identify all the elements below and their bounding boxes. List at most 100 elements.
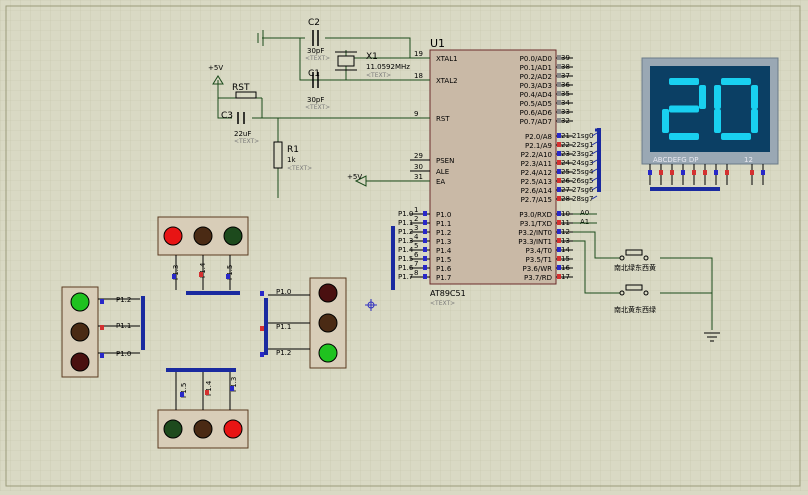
pin-state-marker bbox=[100, 353, 104, 358]
oscillator-section[interactable]: X1 11.0592MHz <TEXT> C2 30pF <TEXT> C1 3… bbox=[257, 18, 430, 111]
p2-net-label: 26sg5 bbox=[572, 177, 593, 185]
pin-state-marker bbox=[205, 390, 209, 395]
mcu-pin-name: P3.6/WR bbox=[523, 265, 553, 273]
cap-c1-ref: C1 bbox=[308, 69, 320, 79]
switch-1-actuator[interactable] bbox=[625, 249, 643, 256]
mcu-u1[interactable]: U1 AT89C51 <TEXT> 19XTAL118XTAL29RST29PS… bbox=[398, 37, 598, 307]
pin-state-marker bbox=[557, 256, 561, 261]
crystal-x1[interactable] bbox=[337, 55, 355, 67]
traffic-lamp bbox=[70, 292, 90, 312]
mcu-pin-name: P2.5/A13 bbox=[521, 178, 552, 186]
p2-net-label: 25sg4 bbox=[572, 168, 594, 176]
traffic-light-left[interactable]: P1.2P1.1P1.0 bbox=[61, 286, 145, 378]
pin-state-marker bbox=[423, 247, 427, 252]
mcu-pin-number: 27 bbox=[561, 186, 570, 194]
pin-state-marker bbox=[100, 325, 104, 330]
mcu-pin-name: P1.1 bbox=[436, 220, 451, 228]
resistor-r1[interactable] bbox=[273, 141, 283, 169]
pin-state-marker bbox=[557, 133, 561, 138]
traffic-light-pin-label: P1.5 bbox=[180, 383, 188, 398]
bus-entry bbox=[591, 177, 598, 182]
traffic-lamp bbox=[70, 352, 90, 372]
mcu-ref: U1 bbox=[430, 37, 445, 50]
mcu-pin-name: ALE bbox=[436, 168, 449, 176]
switch-section[interactable]: 南北绿东西黄 南北黄东西绿 bbox=[573, 231, 720, 342]
seven-segment-display[interactable]: ABCDEFG DP 12 bbox=[597, 57, 779, 192]
mcu-pin-name: EA bbox=[436, 178, 445, 186]
mcu-pin-name: P2.7/A15 bbox=[521, 196, 552, 204]
switch-2-contact-a bbox=[619, 290, 625, 296]
traffic-light-pin-label: P1.4 bbox=[205, 380, 213, 396]
pin-state-marker bbox=[750, 170, 754, 175]
display-segment-e bbox=[714, 109, 721, 133]
bus-entry bbox=[591, 168, 598, 173]
mcu-pin-name: P2.2/A10 bbox=[521, 151, 552, 159]
traffic-lamp bbox=[70, 322, 90, 342]
mcu-pin-number: 25 bbox=[561, 168, 570, 176]
mcu-pin-number: 36 bbox=[561, 81, 570, 89]
mcu-pin-name: P2.4/A12 bbox=[521, 169, 552, 177]
switch-2[interactable]: 南北黄东西绿 bbox=[614, 284, 656, 314]
pin-state-marker bbox=[423, 274, 427, 279]
mcu-pin-name: P3.4/T0 bbox=[526, 247, 552, 255]
display-digit-label: 12 bbox=[744, 156, 753, 164]
pin-state-marker bbox=[557, 196, 561, 201]
mcu-pin-number: 38 bbox=[561, 63, 570, 71]
traffic-lamp bbox=[223, 226, 243, 246]
mcu-pin-name: P1.6 bbox=[436, 265, 452, 273]
mcu-pin-name: P0.5/AD5 bbox=[520, 100, 552, 108]
mcu-pin-name: P3.3/INT1 bbox=[518, 238, 552, 246]
mcu-pin-number: 2 bbox=[414, 215, 418, 223]
p2-net-label: 24sg3 bbox=[572, 159, 593, 167]
sheet-border bbox=[5, 5, 801, 487]
display-segment-b bbox=[751, 85, 758, 109]
display-screen bbox=[650, 66, 770, 152]
cap-c2-value: 30pF bbox=[307, 47, 324, 55]
mcu-pin-name: P1.7 bbox=[436, 274, 451, 282]
mcu-pin-name: XTAL1 bbox=[436, 55, 458, 63]
mcu-body[interactable] bbox=[429, 49, 557, 285]
mcu-pin-name: P0.1/AD1 bbox=[520, 64, 552, 72]
pin-state-marker bbox=[714, 170, 718, 175]
p1-net-label: P1.6 bbox=[398, 264, 414, 272]
cap-c3-ref: C3 bbox=[221, 111, 233, 121]
p1-net-label: P1.5 bbox=[398, 255, 413, 263]
display-segment-b bbox=[699, 85, 706, 109]
switch-2-actuator[interactable] bbox=[625, 284, 643, 291]
mcu-pin-number: 22 bbox=[561, 141, 570, 149]
mcu-pin-name: P3.0/RXD bbox=[519, 211, 552, 219]
traffic-light-pin-label: P1.2 bbox=[276, 349, 291, 357]
mcu-pin-number: 10 bbox=[561, 210, 570, 218]
pin-state-marker bbox=[659, 170, 663, 175]
traffic-lamp bbox=[163, 419, 183, 439]
p3-net-label: A0 bbox=[580, 209, 589, 217]
reset-button-ref: RST bbox=[232, 83, 250, 93]
mcu-pin-name: P1.3 bbox=[436, 238, 451, 246]
pin-state-marker bbox=[557, 274, 561, 279]
reset-section[interactable]: +5V RST C3 22uF <TEXT> R1 1k <TEXT> +5V bbox=[208, 64, 430, 198]
cap-c1-value: 30pF bbox=[307, 96, 324, 104]
pin-state-marker bbox=[557, 229, 561, 234]
cap-c3-value: 22uF bbox=[234, 130, 251, 138]
reset-button-body[interactable] bbox=[235, 91, 257, 99]
cap-c2-placeholder: <TEXT> bbox=[305, 55, 330, 62]
reset-wires bbox=[217, 80, 430, 198]
traffic-light-pin-label: P1.2 bbox=[116, 296, 131, 304]
traffic-lamp bbox=[193, 419, 213, 439]
bus-entry bbox=[591, 150, 598, 155]
traffic-light-middle[interactable]: P1.0P1.1P1.2 bbox=[260, 277, 347, 369]
switch-1[interactable]: 南北绿东西黄 bbox=[614, 249, 656, 272]
switch-1-contact-a bbox=[619, 255, 625, 261]
cap-c2-ref: C2 bbox=[308, 18, 320, 28]
p1-net-label: P1.0 bbox=[398, 210, 413, 218]
mcu-pin-number: 26 bbox=[561, 177, 570, 185]
display-pins bbox=[648, 164, 765, 185]
vcc-label: +5V bbox=[208, 64, 223, 72]
mcu-pin-name: P2.3/A11 bbox=[521, 160, 552, 168]
